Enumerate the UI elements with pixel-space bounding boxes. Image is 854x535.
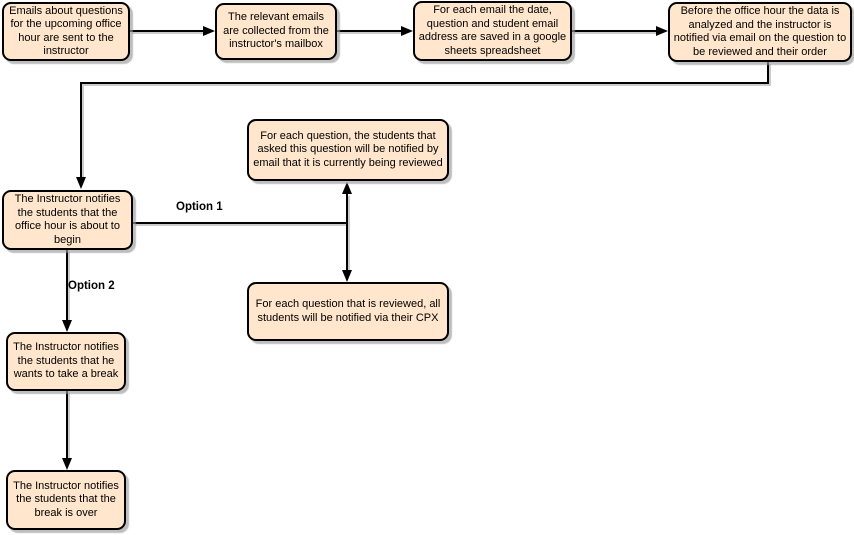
node-emails-collected-label: The relevant emails are collected from t…: [223, 11, 329, 51]
arrowhead-right-1: [203, 26, 215, 36]
edge-shadows: [68, 32, 771, 460]
node-saved-to-sheets: For each email the date, question and st…: [413, 1, 572, 61]
node-break-over-label: The Instructor notifies the students tha…: [13, 479, 119, 519]
node-notify-cpx-label: For each question that is reviewed, all …: [255, 298, 441, 324]
node-break-over: The Instructor notifies the students tha…: [6, 470, 126, 530]
edge-analyzed-to-begin: [80, 62, 769, 177]
node-saved-to-sheets-label: For each email the date, question and st…: [418, 4, 567, 57]
arrowhead-right-2: [401, 26, 413, 36]
arrowhead-right-3: [656, 26, 668, 36]
node-emails-sent-label: Emails about questions for the upcoming …: [9, 4, 123, 58]
node-take-break: The Instructor notifies the students tha…: [6, 332, 126, 391]
node-office-hour-begin-label: The Instructor notifies the students tha…: [14, 193, 121, 246]
node-notify-cpx: For each question that is reviewed, all …: [247, 282, 449, 341]
node-data-analyzed: Before the office hour the data is analy…: [668, 2, 852, 62]
node-emails-collected: The relevant emails are collected from t…: [215, 3, 337, 60]
arrowhead-down-begin: [76, 177, 86, 189]
arrowhead-down-notify-cpx: [342, 270, 352, 282]
arrowhead-down-break-over: [62, 458, 72, 470]
edge-begin-to-notify-reviewing: [133, 194, 348, 224]
node-notify-reviewing-label: For each question, the students that ask…: [253, 129, 443, 169]
node-take-break-label: The Instructor notifies the students tha…: [13, 341, 119, 381]
arrowhead-down-take-break: [62, 320, 72, 332]
node-office-hour-begin: The Instructor notifies the students tha…: [2, 190, 133, 250]
node-notify-reviewing: For each question, the students that ask…: [247, 119, 449, 181]
node-emails-sent: Emails about questions for the upcoming …: [2, 2, 130, 61]
arrowhead-up-notify-reviewing: [342, 182, 352, 194]
edge-label-option-1: Option 1: [176, 201, 223, 213]
node-data-analyzed-label: Before the office hour the data is analy…: [673, 5, 847, 58]
edge-label-option-2: Option 2: [68, 280, 115, 292]
